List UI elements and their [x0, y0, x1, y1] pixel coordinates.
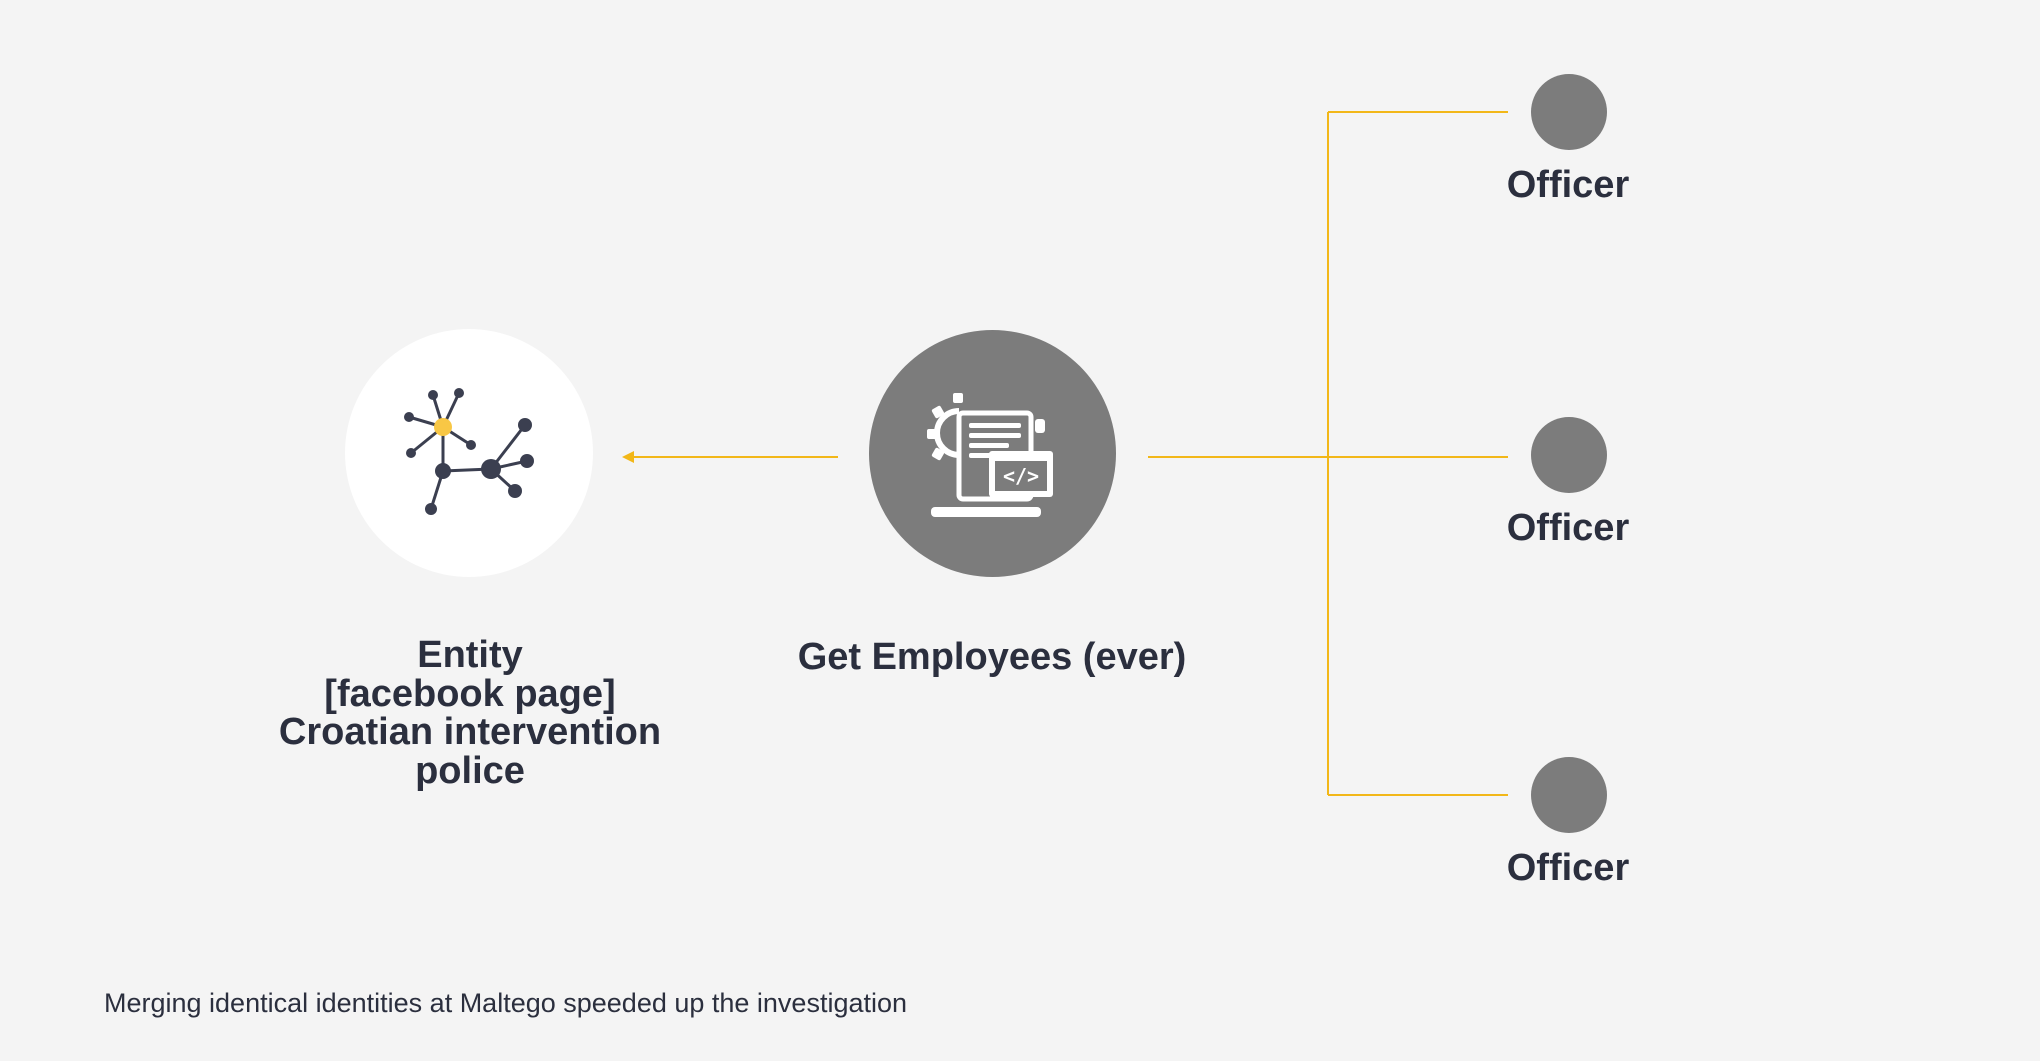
officer-label: Officer: [1506, 164, 1630, 206]
entity-label-line: Croatian intervention: [278, 711, 662, 753]
officer-node[interactable]: [1531, 74, 1607, 150]
network-graph-icon: [404, 388, 534, 515]
arrow-head: [622, 451, 634, 463]
svg-text:</>: </>: [1003, 464, 1039, 488]
entity-label-line: police: [415, 749, 525, 792]
officer-node[interactable]: [1531, 757, 1607, 833]
officer-node[interactable]: [1531, 417, 1607, 493]
transform-label: Get Employees (ever): [797, 636, 1187, 678]
officer-label: Officer: [1506, 507, 1630, 549]
entity-label-line: Entity: [417, 634, 523, 676]
entity-label-line: [facebook page]: [324, 672, 616, 715]
entity-node[interactable]: [345, 329, 593, 577]
caption: Merging identical identities at Maltego …: [104, 988, 908, 1018]
code-document-gear-icon: </>: [927, 393, 1053, 517]
officer-label: Officer: [1506, 847, 1630, 889]
entity-label: Entity [facebook page] Croatian interven…: [220, 636, 720, 790]
